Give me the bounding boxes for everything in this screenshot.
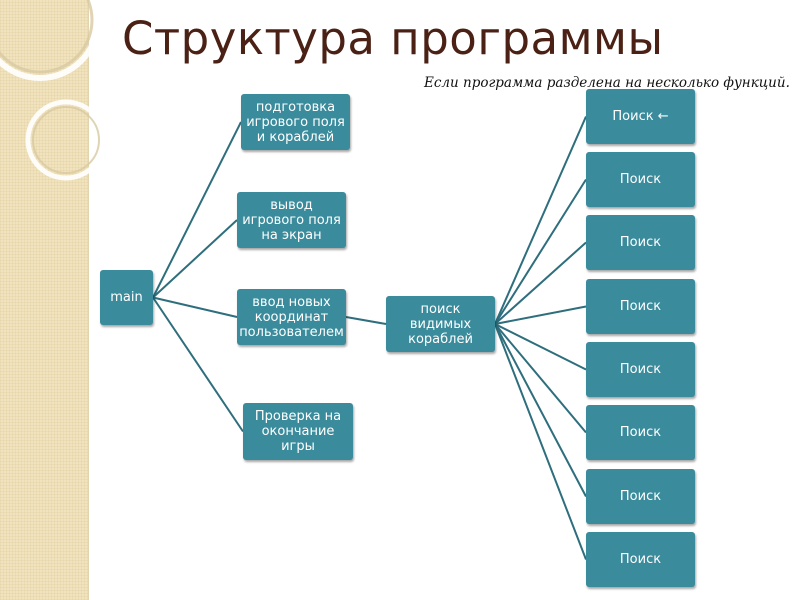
connector-main-to-function-3 <box>152 296 238 318</box>
connector-search-to-node-4 <box>494 305 587 325</box>
node-main: main <box>100 270 153 325</box>
node-search-4: Поиск <box>586 279 695 334</box>
node-search-3: Поиск <box>586 215 695 270</box>
node-search-3-label: Поиск <box>619 235 662 250</box>
node-function-display: вывод игрового поля на экран <box>237 192 346 248</box>
connector-main-to-function-2 <box>152 219 238 299</box>
node-search-2-label: Поиск <box>619 172 662 187</box>
connector-search-to-node-7 <box>494 323 587 497</box>
connector-search-to-node-2 <box>494 178 587 325</box>
node-search-1-label: Поиск ← <box>612 109 669 124</box>
side-decor-band <box>0 0 89 600</box>
node-search-8: Поиск <box>586 532 695 587</box>
node-search-7: Поиск <box>586 469 695 524</box>
connector-input-to-search <box>345 316 387 325</box>
node-search-7-label: Поиск <box>619 489 662 504</box>
node-search-1: Поиск ← <box>586 89 695 144</box>
node-search-2: Поиск <box>586 152 695 207</box>
connector-search-to-node-6 <box>494 323 587 434</box>
slide-title: Структура программы <box>122 12 664 65</box>
connector-main-to-function-4 <box>152 296 244 433</box>
connector-main-to-function-1 <box>152 121 242 298</box>
connector-search-to-node-1 <box>494 116 587 325</box>
node-search-6-label: Поиск <box>619 425 662 440</box>
node-search-6: Поиск <box>586 405 695 460</box>
node-search-visible-ships-label: поиск видимых кораблей <box>408 301 473 347</box>
node-search-5-label: Поиск <box>619 362 662 377</box>
node-function-input: ввод новых координат пользователем <box>237 289 346 345</box>
connector-search-to-node-5 <box>494 323 587 371</box>
node-search-5: Поиск <box>586 342 695 397</box>
node-search-4-label: Поиск <box>619 299 662 314</box>
node-main-label: main <box>110 290 143 305</box>
decorative-rings <box>0 0 107 181</box>
node-function-setup: подготовка игрового поля и кораблей <box>241 94 350 150</box>
node-function-setup-label: подготовка игрового поля и кораблей <box>246 99 345 145</box>
node-function-display-label: вывод игрового поля на экран <box>242 197 341 243</box>
connector-search-to-node-8 <box>494 323 587 560</box>
connector-search-to-node-3 <box>494 241 587 325</box>
node-function-input-label: ввод новых координат пользователем <box>239 294 344 340</box>
node-search-visible-ships: поиск видимых кораблей <box>386 296 495 352</box>
node-search-8-label: Поиск <box>619 552 662 567</box>
node-function-check-label: Проверка на окончание игры <box>254 409 342 454</box>
node-function-check: Проверка на окончание игры <box>243 403 353 460</box>
slide-subtitle: Если программа разделена на несколько фу… <box>424 75 790 91</box>
